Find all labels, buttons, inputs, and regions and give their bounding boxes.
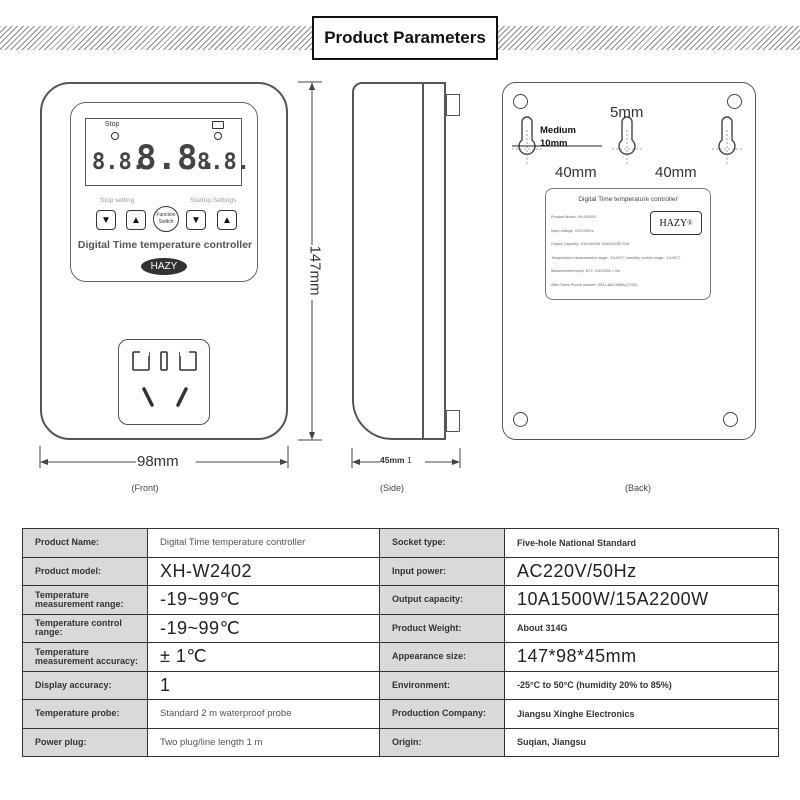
param-label: Temperature control range:	[22, 613, 148, 643]
depth-marker: 1	[404, 455, 412, 465]
header-hatch-left	[0, 26, 312, 50]
param-value: AC220V/50Hz	[504, 556, 779, 586]
param-label: Output capacity:	[379, 585, 505, 615]
param-label: Production Company:	[379, 699, 505, 729]
stop-down-button[interactable]: ▼	[96, 210, 116, 230]
parameters-table: Product Name: Digital Time temperature c…	[22, 528, 779, 757]
stop-label: Stop	[105, 121, 120, 128]
hole-size-label: 10mm	[540, 138, 568, 149]
param-label: Product Name:	[22, 528, 148, 558]
slot-width-dimension: 5mm	[610, 104, 644, 121]
param-value: -19~99℃	[147, 585, 380, 615]
param-value: XH-W2402	[147, 556, 380, 586]
param-label: Display accuracy:	[22, 670, 148, 700]
sticker-brand-text: HAZY	[659, 217, 688, 229]
heating-indicator-icon	[212, 121, 224, 129]
table-row: Display accuracy: 1 Environment: -25°C t…	[22, 670, 779, 700]
param-label: Temperature measurement range:	[22, 585, 148, 615]
param-label: Socket type:	[379, 528, 505, 558]
stop-indicator-icon	[111, 132, 119, 140]
sticker-line: Temperature measurement range: -19-99°C …	[551, 256, 681, 260]
function-switch-button[interactable]: Function Switch	[153, 206, 179, 232]
brand-logo: HAZY	[141, 258, 187, 275]
startup-down-button[interactable]: ▼	[186, 210, 206, 230]
controller-name: Digital Time temperature controller	[77, 239, 253, 251]
sticker-title: Digital Time temperature controller	[578, 196, 678, 203]
side-housing	[352, 82, 424, 440]
back-view-label: (Back)	[624, 483, 651, 493]
param-label: Origin:	[379, 727, 505, 757]
table-row: Power plug: Two plug/line length 1 m Ori…	[22, 727, 779, 757]
table-row: Temperature control range: -19~99℃ Produ…	[22, 613, 779, 643]
side-depth-dimension: 45mm 1	[380, 455, 412, 465]
spec-label-sticker	[545, 188, 711, 300]
led-display	[85, 118, 242, 186]
front-view-label: (Front)	[131, 483, 159, 493]
screw-icon	[513, 412, 528, 427]
param-value: ± 1℃	[147, 642, 380, 672]
table-row: Product model: XH-W2402 Input power: AC2…	[22, 556, 779, 586]
display-digits-middle: 8.8.	[136, 138, 218, 178]
param-label: Environment:	[379, 670, 505, 700]
param-label: Product model:	[22, 556, 148, 586]
header-hatch-right	[498, 26, 800, 50]
param-label: Product Weight:	[379, 613, 505, 643]
param-value: 147*98*45mm	[504, 642, 779, 672]
table-row: Temperature probe: Standard 2 m waterpro…	[22, 699, 779, 729]
page-title: Product Parameters	[312, 16, 498, 60]
param-label: Appearance size:	[379, 642, 505, 672]
hole-spacing-right: 40mm	[655, 164, 697, 181]
control-panel	[70, 102, 258, 282]
param-value: -25°C to 50°C (humidity 20% to 85%)	[504, 670, 779, 700]
hole-spacing-left: 40mm	[555, 164, 597, 181]
sticker-line: Measurement input: NTC 10K/3950 × 2m	[551, 269, 621, 273]
screw-icon	[727, 94, 742, 109]
screw-icon	[723, 412, 738, 427]
socket-holes-icon	[132, 350, 197, 407]
sticker-line: After-Sales Phone number: 0521-88120888(…	[551, 283, 638, 287]
side-lower-clip	[446, 410, 460, 432]
sticker-line: Product Model: XH-W2402	[551, 215, 597, 219]
screw-icon	[513, 94, 528, 109]
keyhole-slots	[512, 116, 742, 164]
display-digits-right: 8.8.	[197, 150, 250, 175]
side-view-label: (Side)	[379, 483, 404, 493]
param-value: Suqian, Jiangsu	[504, 727, 779, 757]
sticker-line: Output Capacity: 10A/1500W 15A/2200W Por…	[551, 242, 630, 246]
side-back-plate	[424, 82, 446, 440]
height-dimension: 147mm	[306, 245, 324, 296]
param-value: About 314G	[504, 613, 779, 643]
param-value: Two plug/line length 1 m	[147, 727, 380, 757]
registered-mark: ®	[687, 219, 693, 227]
param-value: Standard 2 m waterproof probe	[147, 699, 380, 729]
table-row: Temperature measurement range: -19~99℃ O…	[22, 585, 779, 615]
display-digits-left: 8.8.	[92, 150, 145, 175]
param-value: Jiangsu Xinghe Electronics	[504, 699, 779, 729]
param-label: Input power:	[379, 556, 505, 586]
front-width-dimension: 98mm	[137, 453, 179, 470]
param-label: Temperature measurement accuracy:	[22, 642, 148, 672]
stop-up-button[interactable]: ▲	[126, 210, 146, 230]
param-value: -19~99℃	[147, 613, 380, 643]
param-label: Power plug:	[22, 727, 148, 757]
sticker-brand-logo: HAZY®	[650, 211, 702, 235]
startup-settings-label: Startup Settings	[190, 197, 237, 204]
side-upper-clip	[446, 94, 460, 116]
param-value: Digital Time temperature controller	[147, 528, 380, 558]
stop-setting-label: Stop setting	[100, 197, 135, 204]
startup-up-button[interactable]: ▲	[217, 210, 237, 230]
table-row: Temperature measurement accuracy: ± 1℃ A…	[22, 642, 779, 672]
param-label: Temperature probe:	[22, 699, 148, 729]
run-indicator-icon	[214, 132, 222, 140]
hole-medium-label: Medium	[540, 125, 576, 136]
param-value: 10A1500W/15A2200W	[504, 585, 779, 615]
param-value: 1	[147, 670, 380, 700]
sticker-line: Input voltage: 220V/50Hz	[551, 229, 594, 233]
param-value: Five-hole National Standard	[504, 528, 779, 558]
table-row: Product Name: Digital Time temperature c…	[22, 528, 779, 558]
depth-value: 45mm	[380, 455, 405, 465]
